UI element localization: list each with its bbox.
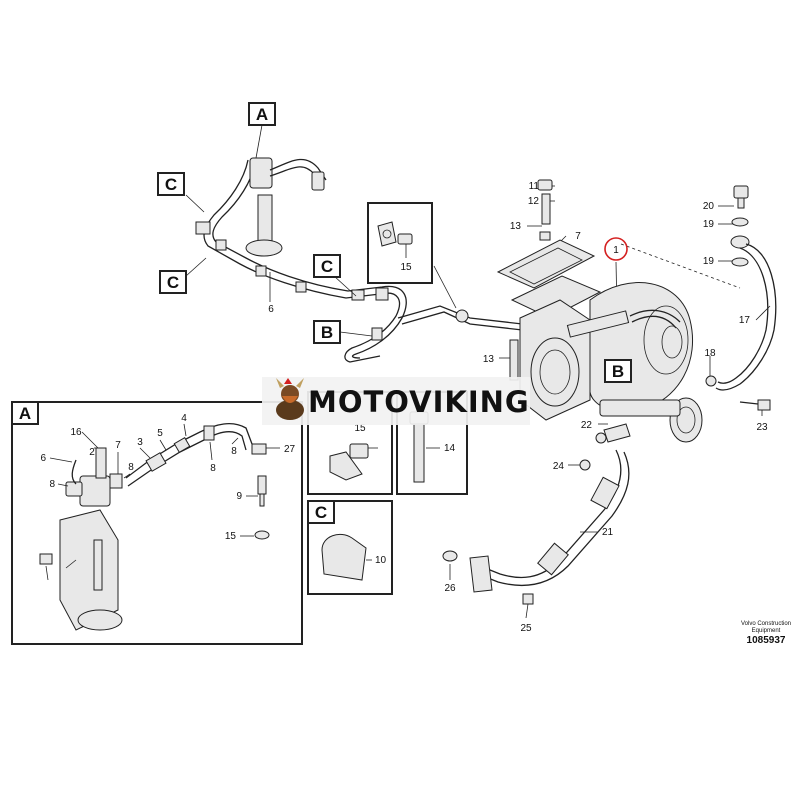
- part-label: 15: [225, 531, 237, 542]
- part-label: 12: [528, 196, 540, 207]
- detail-a-label: A: [19, 404, 31, 423]
- part-label: 17: [739, 315, 751, 326]
- part-label: 16: [70, 427, 82, 438]
- part-label: 20: [703, 201, 715, 212]
- watermark-banner: MOTOVIKING: [262, 377, 530, 425]
- part-label: 3: [137, 437, 143, 448]
- part-label: 14: [444, 443, 456, 454]
- part-label: 11: [529, 181, 540, 192]
- part-label: 15: [400, 262, 412, 273]
- callout-a-top: A: [256, 105, 268, 124]
- part-label: 24: [553, 461, 565, 472]
- part-label: 21: [602, 527, 614, 538]
- part-label: 10: [375, 555, 387, 566]
- part-label: 4: [181, 413, 187, 424]
- document-number: 1085937: [747, 635, 786, 646]
- part-label: 1: [613, 245, 619, 256]
- part-label: 7: [115, 440, 121, 451]
- turbocharger-illustration: [496, 179, 703, 471]
- diagram-footer: Volvo Construction Equipment 1085937: [741, 621, 791, 646]
- part-label: 19: [703, 256, 715, 267]
- part-label: 23: [756, 422, 768, 433]
- part-label: 18: [704, 348, 716, 359]
- callout-b-2: B: [612, 362, 624, 381]
- part-number-labels: 11 12 13 7 1 20 19 19 17 18 23 13 22 24 …: [268, 181, 768, 634]
- detail-a-box: [11, 401, 303, 645]
- oil-pipe-illustration: [442, 185, 777, 605]
- brand-name: MOTOVIKING: [308, 385, 530, 419]
- detail-a-part-labels: 16 2 6 8 7 8 3 5 4 8 8 27 9 15: [40, 413, 295, 542]
- part-label: 19: [703, 219, 715, 230]
- bracket-detail-inset: [367, 202, 433, 284]
- part-label: 13: [483, 354, 495, 365]
- part-label: 27: [284, 444, 296, 455]
- callout-c-2: C: [167, 273, 179, 292]
- credit-line-2: Equipment: [752, 628, 781, 634]
- part-label: 8: [231, 446, 237, 457]
- callout-boxes: A C C C B B A C: [11, 102, 632, 524]
- part-label: 8: [49, 479, 55, 490]
- part-label: 2: [89, 447, 95, 458]
- part-label: 22: [581, 420, 593, 431]
- part-label: 6: [268, 304, 274, 315]
- credit-line-1: Volvo Construction: [741, 621, 791, 627]
- part-label: 5: [157, 428, 163, 439]
- viking-logo-icon: [276, 378, 304, 420]
- part-label: 25: [520, 623, 532, 634]
- part-label: 7: [575, 231, 581, 242]
- part-label: 6: [40, 453, 46, 464]
- part-label: 8: [128, 462, 134, 473]
- part-label: 26: [444, 583, 456, 594]
- highlight-circle: [604, 237, 628, 261]
- callout-c-1: C: [165, 175, 177, 194]
- hose-assembly-illustration: [195, 157, 581, 363]
- detail-c-label: C: [315, 503, 327, 522]
- part-label: 13: [510, 221, 522, 232]
- part-label: 15: [354, 423, 366, 434]
- part-label: 9: [236, 491, 242, 502]
- callout-c-3: C: [321, 257, 333, 276]
- callout-b-1: B: [321, 323, 333, 342]
- part-label: 8: [210, 463, 216, 474]
